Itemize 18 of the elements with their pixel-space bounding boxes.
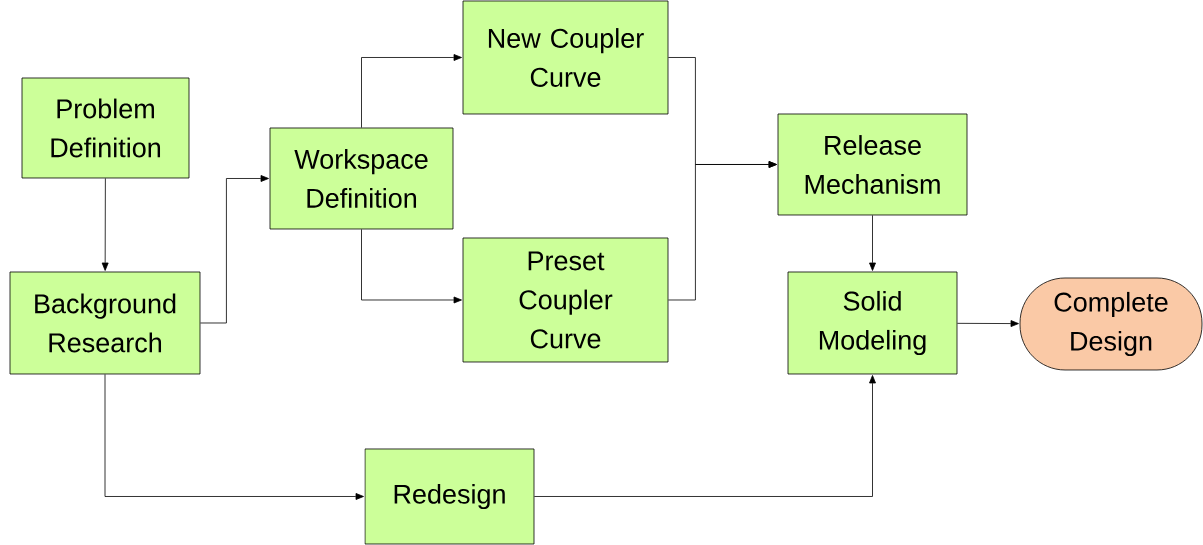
arrow xyxy=(200,175,269,324)
arrow xyxy=(361,54,462,128)
process-box: Workspace Definition xyxy=(269,127,454,230)
arrow xyxy=(361,229,462,304)
process-box: Release Mechanism xyxy=(777,113,968,216)
arrow xyxy=(869,215,876,271)
arrow xyxy=(101,178,109,271)
process-box: Preset Coupler Curve xyxy=(462,237,669,363)
arrow xyxy=(957,320,1019,327)
terminal-oval: Complete Design xyxy=(1019,277,1203,371)
arrow xyxy=(534,375,876,497)
process-box: Problem Definition xyxy=(21,77,190,179)
arrow xyxy=(668,161,777,301)
arrow xyxy=(104,374,364,500)
process-box: Solid Modeling xyxy=(787,271,958,375)
process-box: Background Research xyxy=(9,271,201,375)
process-box: New Coupler Curve xyxy=(462,0,669,115)
process-box: Redesign xyxy=(364,448,535,545)
